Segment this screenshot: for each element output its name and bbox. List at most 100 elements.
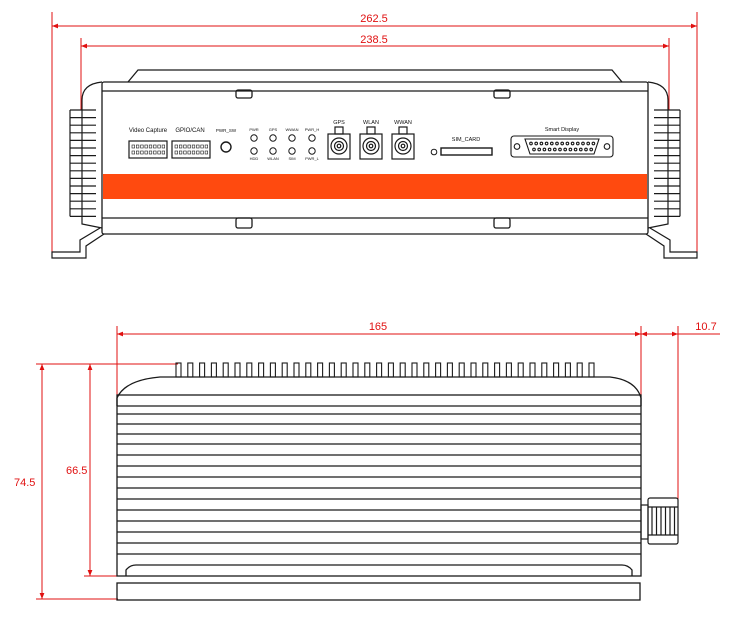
top-fin [494, 362, 501, 378]
pin [140, 150, 144, 155]
dimension-height-overall: 74.5 [14, 363, 178, 600]
pin [529, 141, 533, 146]
top-fin [246, 362, 253, 378]
video-capture-label: Video Capture [129, 128, 168, 134]
top-fin [258, 362, 265, 378]
dimension-length: 165 [116, 321, 642, 520]
pin [153, 144, 157, 149]
antenna-wlan: WLAN [359, 120, 383, 160]
top-fin [576, 362, 583, 378]
top-fin [470, 362, 477, 378]
led-sim-label: SIM [288, 156, 295, 161]
pin [161, 150, 166, 155]
led-wlan-label: WLAN [267, 156, 279, 161]
dimension-height-body: 66.5 [66, 363, 118, 577]
led-gps-label: GPS [269, 127, 278, 132]
pin [570, 141, 575, 146]
top-fin [529, 362, 536, 378]
top-fin [387, 362, 394, 378]
bottom-clip-left [235, 217, 253, 229]
top-fin [234, 362, 241, 378]
chassis-side [116, 376, 642, 577]
pin [563, 147, 568, 152]
orange-stripe [103, 174, 647, 199]
pin [140, 144, 144, 149]
dim-66-5-label: 66.5 [66, 465, 87, 477]
pin [187, 150, 191, 155]
pin [148, 150, 153, 155]
top-fin [376, 362, 383, 378]
heatsink-top-fins [175, 362, 595, 378]
top-fin [317, 362, 324, 378]
pin [532, 147, 536, 152]
led-pwr-l [308, 147, 316, 155]
top-fin [588, 362, 595, 378]
led-pwr-h [308, 134, 316, 142]
antenna-wwan-label: WWAN [394, 120, 412, 126]
led-hdd-label: HDD [250, 156, 259, 161]
gpio-can-port: GPIO/CAN [171, 128, 211, 159]
pin [157, 150, 161, 155]
side-view: 165 10.7 74.5 66.5 [14, 321, 720, 601]
pin [581, 141, 585, 146]
dim-10-7-label: 10.7 [695, 321, 716, 333]
led-pwr-l-label: PWR_L [305, 156, 320, 161]
pin [565, 141, 570, 146]
led-wwan-label: WWAN [286, 127, 299, 132]
dim-262-5-label: 262.5 [360, 13, 388, 25]
pin [578, 147, 583, 152]
led-wwan [288, 134, 296, 142]
base-plate [116, 582, 641, 601]
dim-74-5-label: 74.5 [14, 477, 35, 489]
pin [136, 144, 140, 149]
top-fin [553, 362, 560, 378]
top-clip-right [493, 89, 511, 99]
led-hdd [250, 147, 258, 155]
top-fin [210, 362, 217, 378]
led-pwr [250, 134, 258, 142]
pin [204, 150, 209, 155]
pin [584, 147, 588, 152]
sim-card-slot: SIM_CARD [430, 137, 493, 156]
top-fin [458, 362, 465, 378]
top-fin [222, 362, 229, 378]
bottom-clip-right [493, 217, 511, 229]
pin [573, 147, 578, 152]
pin [131, 144, 135, 149]
pin [161, 144, 166, 149]
status-leds: PWR HDD GPS WLAN WWAN SIM PWR_H PWR_L [249, 127, 319, 161]
pin [547, 147, 552, 152]
top-fin [352, 362, 359, 378]
video-capture-port: Video Capture [128, 128, 168, 159]
pin [586, 141, 591, 146]
antenna-gps: GPS [327, 120, 351, 160]
pin [191, 150, 196, 155]
dimension-connector: 10.7 [641, 321, 720, 500]
led-wlan [269, 147, 277, 155]
pin [196, 144, 200, 149]
top-fin [541, 362, 548, 378]
pin [575, 141, 580, 146]
pin [144, 144, 148, 149]
pin [187, 144, 191, 149]
gpio-can-label: GPIO/CAN [175, 128, 204, 134]
antenna-wlan-label: WLAN [363, 120, 379, 126]
top-fin [399, 362, 406, 378]
top-fin [435, 362, 442, 378]
pin [183, 150, 187, 155]
sim-card-label: SIM_CARD [452, 137, 480, 143]
pin [144, 150, 148, 155]
pin [589, 147, 594, 152]
top-fin [564, 362, 571, 378]
pin [544, 141, 549, 146]
pin [539, 141, 544, 146]
pin [552, 147, 557, 152]
pin [560, 141, 565, 146]
led-gps [269, 134, 277, 142]
pin [558, 147, 562, 152]
top-clip-left [235, 89, 253, 99]
pin [179, 144, 183, 149]
front-view: 262.5 238.5 [51, 12, 698, 259]
top-fin [293, 362, 300, 378]
